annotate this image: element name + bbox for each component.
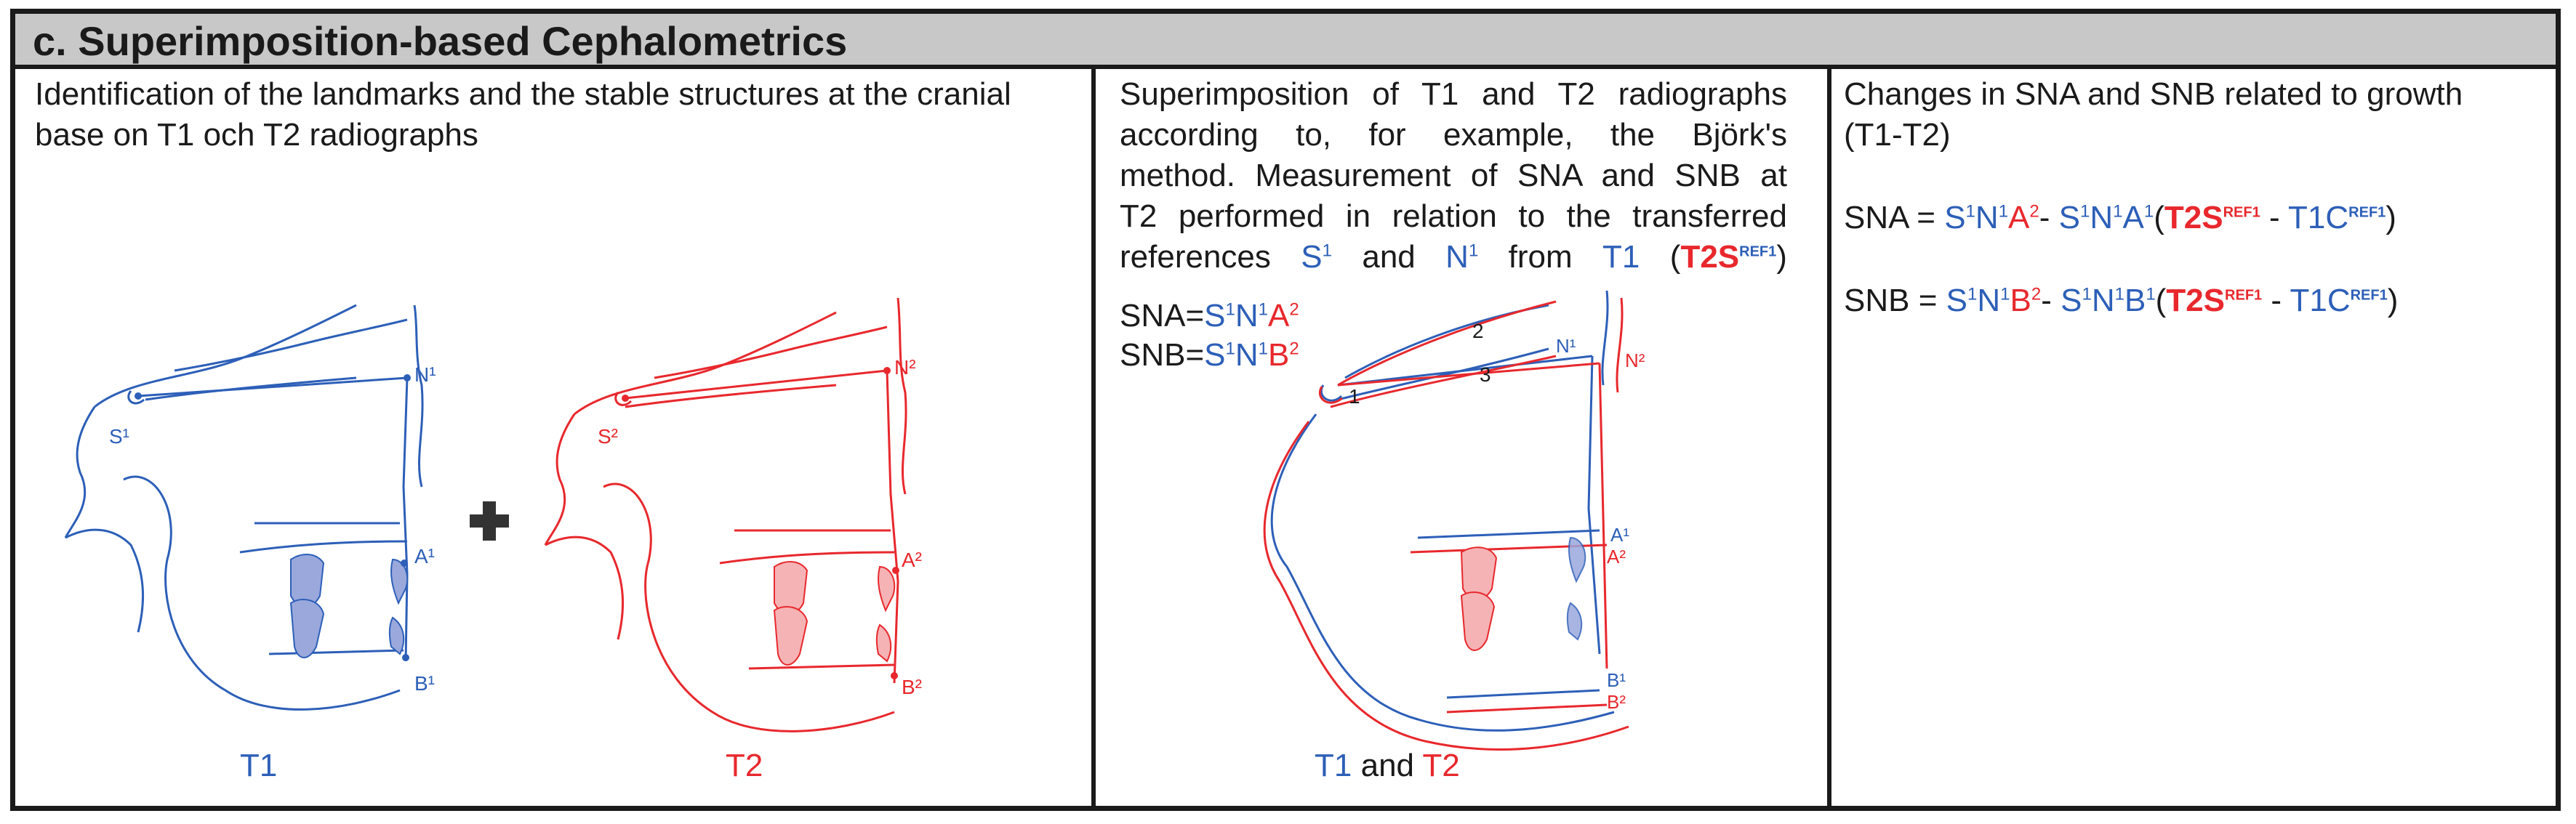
t1-b-label: B¹ — [414, 672, 435, 695]
t1-a-label: A¹ — [414, 545, 435, 567]
t1-s-label: S¹ — [109, 425, 129, 448]
marker-1: 1 — [1349, 385, 1360, 408]
t1-n-label: N¹ — [414, 363, 436, 386]
t2-s-label: S² — [598, 425, 618, 448]
t2-cephalogram: N² S² A² B² — [544, 297, 922, 732]
super-b2-label: B² — [1607, 691, 1626, 713]
figure-frame: c. Superimposition-based Cephalometrics — [10, 9, 2561, 811]
panel2-caption: T1 and T2 — [1315, 748, 1460, 783]
panel1-caption-t1: T1 — [240, 748, 278, 783]
section-header: c. Superimposition-based Cephalometrics — [15, 14, 2556, 69]
column-divider-1 — [1091, 69, 1096, 806]
super-a1-label: A¹ — [1610, 524, 1629, 546]
super-n2-label: N² — [1625, 350, 1645, 371]
references-line: references S1 and N1 from T1 (T2SREF1) — [1120, 239, 1787, 275]
t1-cephalogram: N¹ S¹ A¹ B¹ — [64, 304, 436, 711]
super-a2-label: A² — [1607, 546, 1626, 567]
section-title: c. Superimposition-based Cephalometrics — [33, 18, 848, 64]
t2-n-label: N² — [894, 356, 916, 379]
panel1-caption-t2: T2 — [726, 748, 763, 783]
panel3-description: Changes in SNA and SNB related to growth… — [1844, 76, 2463, 153]
superimposition-cephalogram: 1 2 3 N¹ N² A¹ A² B¹ B² — [1263, 290, 1645, 751]
t2-b-label: B² — [902, 676, 922, 698]
marker-2: 2 — [1472, 320, 1484, 342]
column-divider-2 — [1827, 69, 1831, 806]
super-n1-label: N¹ — [1556, 335, 1576, 357]
t2-a-label: A² — [902, 549, 922, 571]
panel1-description: Identification of the landmarks and the … — [35, 76, 1011, 153]
panel2-description: Superimposition of T1 and T2 radiographs… — [1120, 74, 1787, 278]
panel3-sna-equation: SNA = S1N1A2- S1N1A1(T2SREF1 - T1CREF1) — [1844, 200, 2396, 235]
panel3-snb-equation: SNB = S1N1B2- S1N1B1(T2SREF1 - T1CREF1) — [1844, 283, 2399, 318]
panel2-sna-formula: SNA=S1N1A2 — [1120, 298, 1299, 334]
marker-3: 3 — [1480, 363, 1491, 386]
panel2-snb-formula: SNB=S1N1B2 — [1120, 337, 1299, 373]
super-b1-label: B¹ — [1607, 669, 1626, 691]
plus-icon — [470, 501, 509, 541]
